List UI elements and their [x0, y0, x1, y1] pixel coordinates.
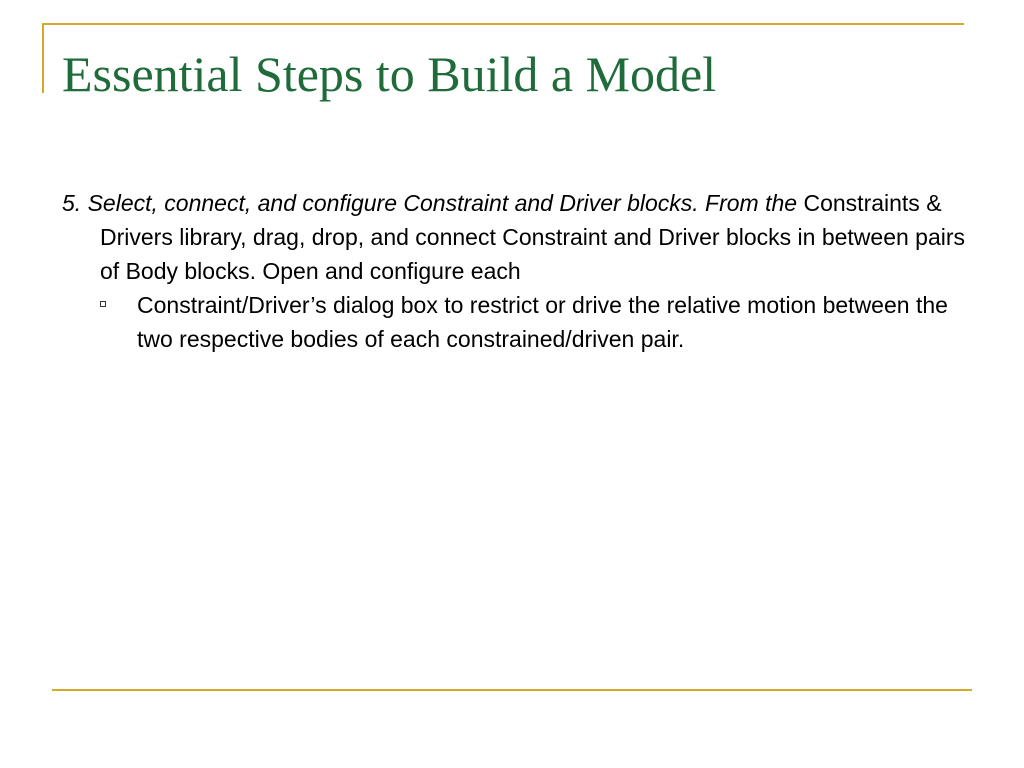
slide-body: 5. Select, connect, and configure Constr… [62, 186, 972, 356]
step-paragraph-rest: Constraints & Drivers library, drag, dro… [100, 190, 966, 284]
bullet-item: Constraint/Driver’s dialog box to restri… [62, 288, 972, 356]
hollow-square-icon [100, 301, 106, 307]
frame-bottom-rule [52, 689, 972, 691]
step-italic-lead: 5. Select, connect, and configure Constr… [62, 190, 798, 216]
step-paragraph: 5. Select, connect, and configure Constr… [62, 186, 972, 288]
frame-top-rule [42, 23, 964, 25]
frame-left-rule [42, 23, 44, 93]
bullet-item-text: Constraint/Driver’s dialog box to restri… [137, 292, 948, 352]
slide-title: Essential Steps to Build a Model [62, 46, 717, 102]
